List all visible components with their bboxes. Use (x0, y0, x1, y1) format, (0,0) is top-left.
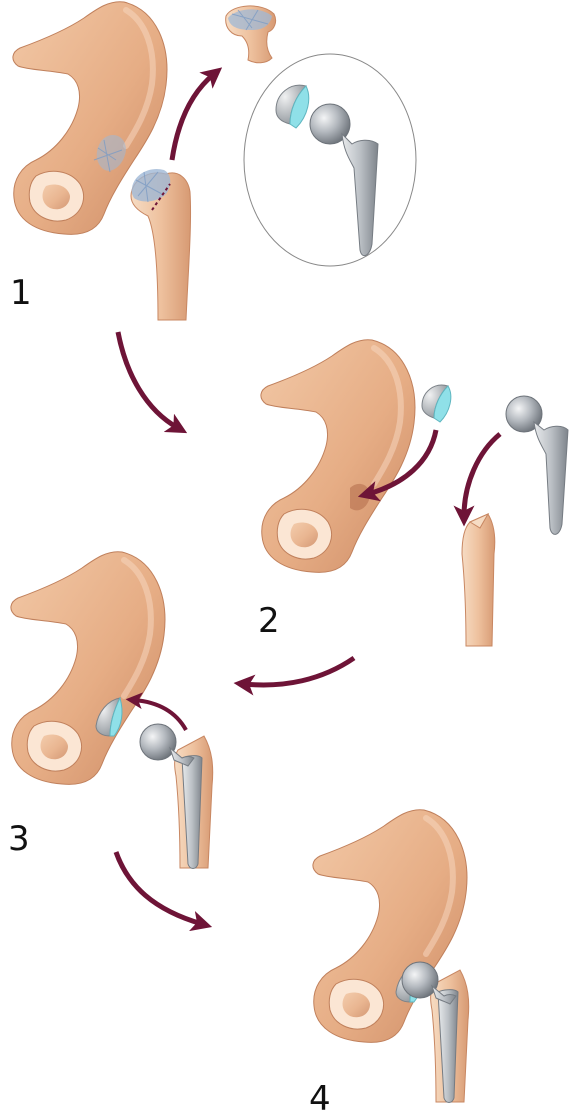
femur-icon (462, 514, 495, 646)
hip-implant-icon (310, 104, 378, 256)
step-1-number: 1 (10, 276, 32, 310)
arrow-icon (464, 434, 500, 516)
step-1-group (13, 2, 416, 320)
acetabular-cup-icon (276, 85, 309, 128)
step-2-number: 2 (258, 604, 280, 638)
hip-implant-icon (506, 396, 568, 534)
removed-femoral-head-icon (226, 6, 276, 63)
step-4-number: 4 (309, 1082, 331, 1116)
femur-icon (175, 736, 213, 869)
step-3-number: 3 (8, 822, 30, 856)
step-4-group (313, 810, 469, 1103)
step-3-group (11, 552, 213, 869)
arrow-icon (244, 658, 354, 685)
arrow-icon (118, 332, 178, 428)
step-2-group (261, 340, 568, 646)
pelvis-icon (261, 340, 415, 573)
arrow-icon (172, 74, 214, 160)
hip-implant-icon (140, 724, 194, 766)
acetabular-cup-icon (422, 385, 451, 422)
implant-callout (244, 54, 416, 266)
femur-icon (131, 169, 191, 320)
